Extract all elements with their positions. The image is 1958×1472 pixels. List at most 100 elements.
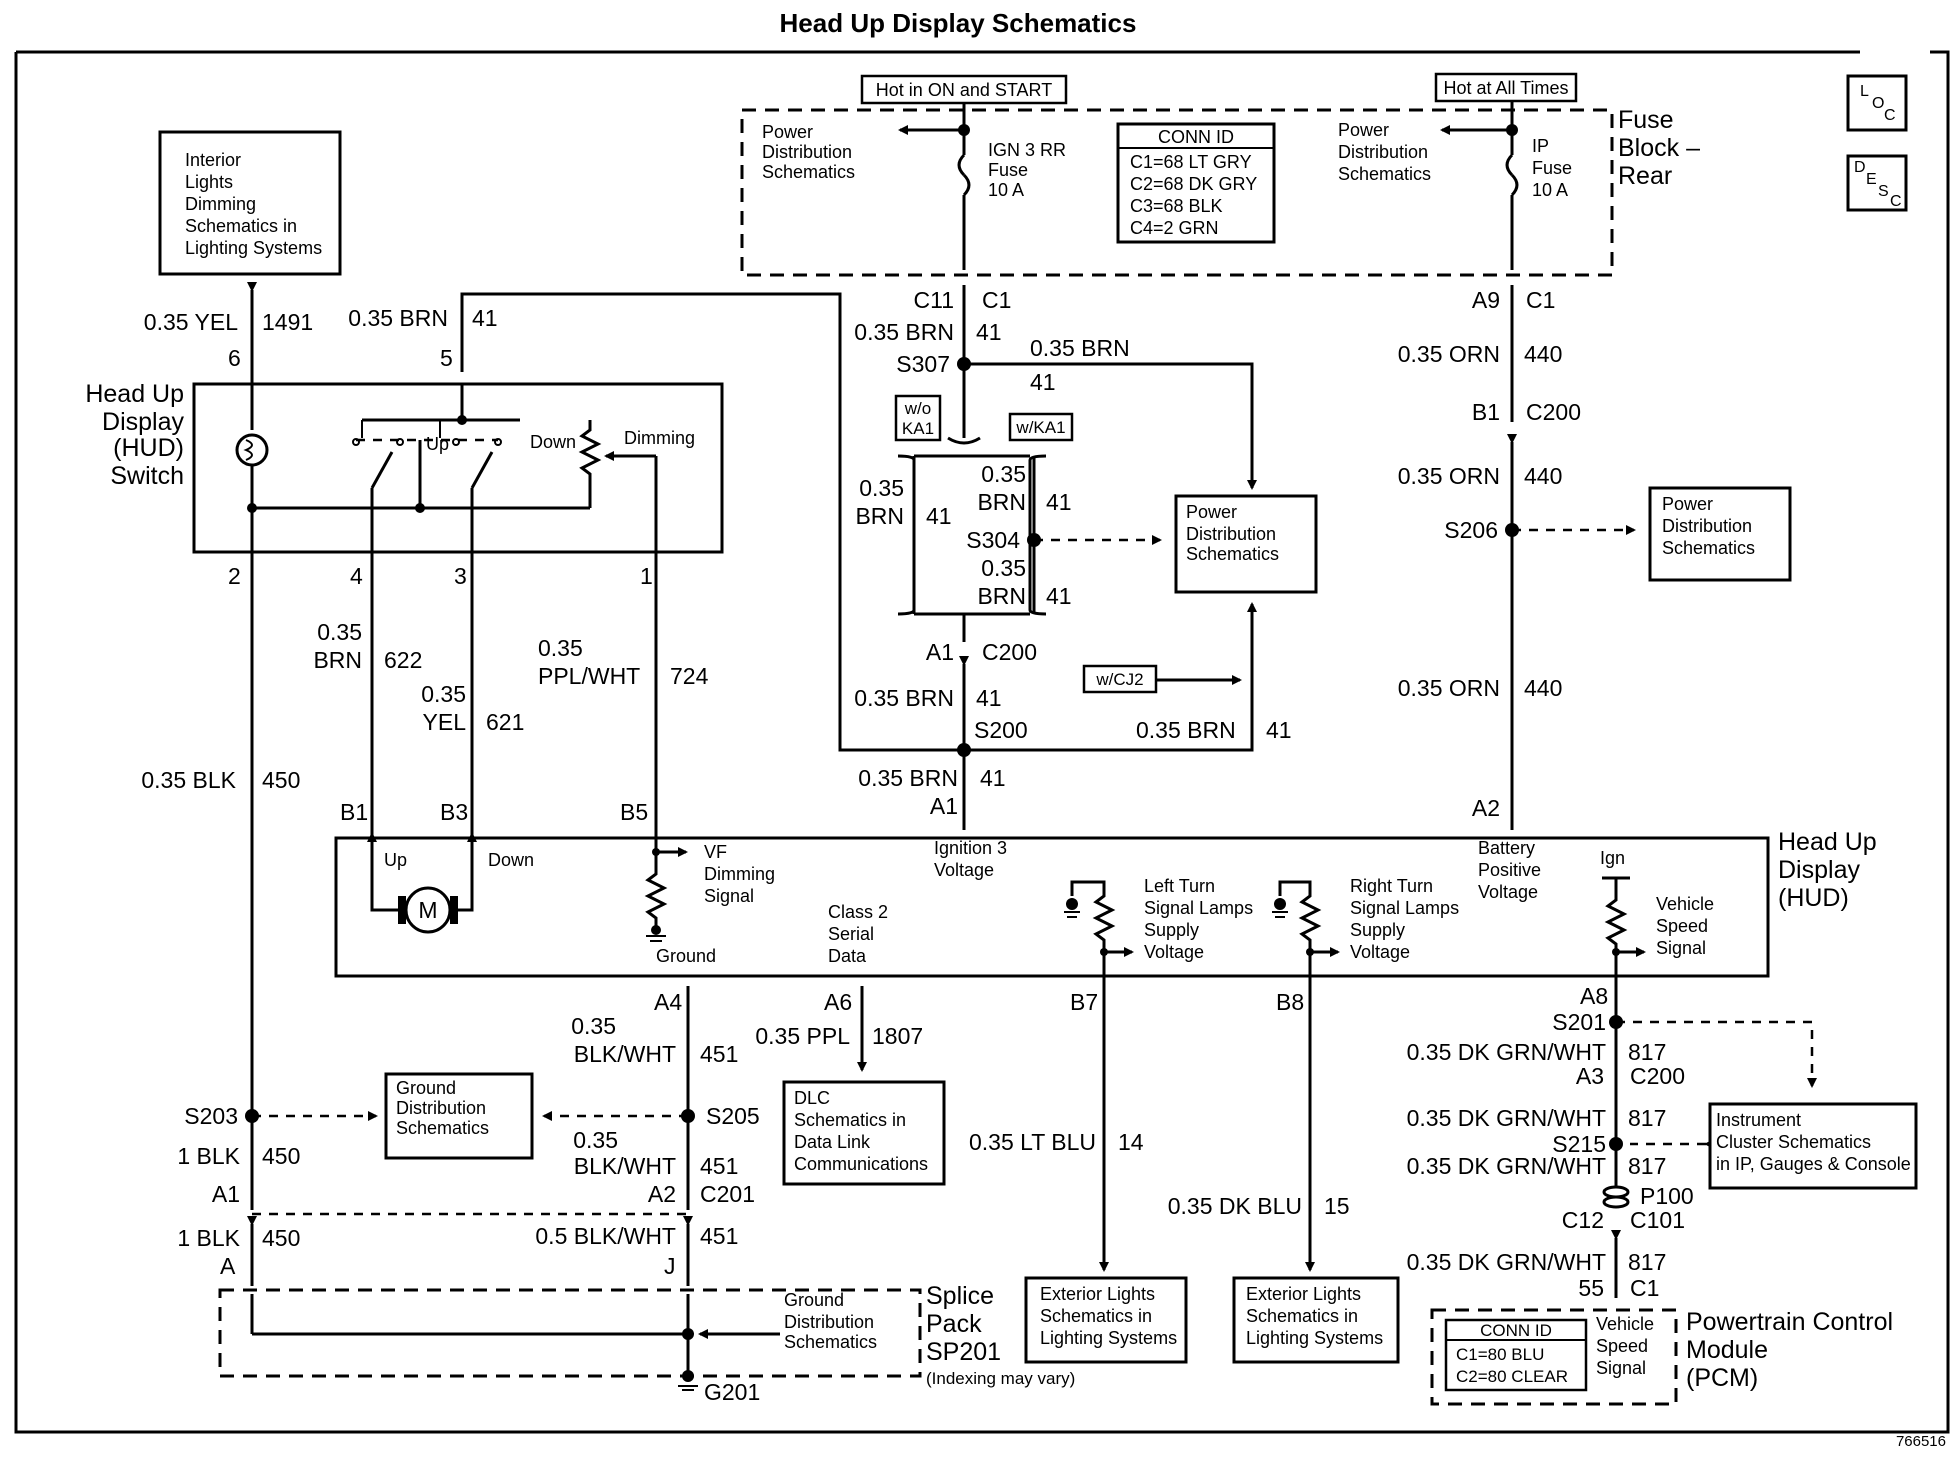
svg-text:15: 15 <box>1324 1193 1350 1219</box>
svg-text:451: 451 <box>700 1223 738 1249</box>
ign3-rr-fuse: IGN 3 RR Fuse 10 A <box>988 140 1066 200</box>
svg-text:0.35 DK GRN/WHT: 0.35 DK GRN/WHT <box>1407 1249 1606 1275</box>
instrument-cluster-ref: Instrument Cluster Schematics in IP, Gau… <box>1708 1102 1918 1190</box>
conn-c200-right: C200 <box>1526 399 1581 425</box>
hud-pin-b8: B8 <box>1276 989 1304 1015</box>
conn-c201: C201 <box>700 1181 755 1207</box>
hud-down-label: Down <box>488 850 534 870</box>
svg-text:Power: Power <box>1662 494 1713 514</box>
splice-pack-outline <box>218 1288 922 1378</box>
option-wo-ka1: w/o KA1 <box>894 394 942 442</box>
svg-text:0.35 DK GRN/WHT: 0.35 DK GRN/WHT <box>1407 1105 1606 1131</box>
svg-text:(HUD): (HUD) <box>113 434 184 462</box>
exterior-lights-ref-2: Exterior Lights Schematics in Lighting S… <box>1232 1276 1400 1364</box>
svg-text:Distribution: Distribution <box>762 142 852 162</box>
svg-text:Vehicle: Vehicle <box>1596 1314 1654 1334</box>
switch-up-label: Up <box>426 434 449 454</box>
hud-switch-label: Head Up Display (HUD) Switch <box>85 380 184 490</box>
svg-text:Positive: Positive <box>1478 860 1541 880</box>
svg-text:10 A: 10 A <box>988 180 1024 200</box>
svg-text:Cluster Schematics: Cluster Schematics <box>1716 1132 1871 1152</box>
svg-text:440: 440 <box>1524 675 1562 701</box>
switch-dimming-label: Dimming <box>624 428 695 448</box>
svg-text:Serial: Serial <box>828 924 874 944</box>
svg-text:(HUD): (HUD) <box>1778 884 1849 912</box>
svg-text:14: 14 <box>1118 1129 1144 1155</box>
svg-text:Power: Power <box>1186 502 1237 522</box>
svg-text:BRN: BRN <box>977 583 1026 609</box>
splice-s200: S200 <box>974 717 1028 743</box>
svg-text:C1=68 LT GRY: C1=68 LT GRY <box>1130 152 1252 172</box>
svg-text:Rear: Rear <box>1618 162 1672 190</box>
svg-text:Data Link: Data Link <box>794 1132 871 1152</box>
loc-icon[interactable]: LOC <box>1846 74 1908 132</box>
ref-number: 766516 <box>1896 1433 1946 1450</box>
svg-text:Schematics: Schematics <box>784 1332 877 1352</box>
wire-ppl-wht-724: 0.35 PPL/WHT 724 <box>538 635 709 689</box>
svg-text:451: 451 <box>700 1153 738 1179</box>
wire-blk-wht-451-2: 0.35 BLK/WHT 451 <box>573 1127 738 1179</box>
svg-text:0.35 BRN: 0.35 BRN <box>1136 717 1236 743</box>
svg-text:Schematics in: Schematics in <box>185 216 297 236</box>
svg-text:Signal Lamps: Signal Lamps <box>1144 898 1253 918</box>
svg-text:Powertrain Control: Powertrain Control <box>1686 1308 1893 1336</box>
wire-brn-41-s200: 0.35 BRN 41 <box>1136 717 1292 743</box>
left-turn-supply: Left Turn Signal Lamps Supply Voltage <box>1144 876 1253 962</box>
wire-blk-450-3: 1 BLK 450 <box>177 1225 300 1251</box>
svg-text:O: O <box>1872 95 1884 112</box>
svg-text:Lighting Systems: Lighting Systems <box>185 238 322 258</box>
pcm-outline <box>1430 1308 1678 1406</box>
svg-text:0.35: 0.35 <box>421 681 466 707</box>
svg-text:451: 451 <box>700 1041 738 1067</box>
svg-text:Schematics in: Schematics in <box>794 1110 906 1130</box>
svg-text:Display: Display <box>1778 856 1860 884</box>
svg-text:Lights: Lights <box>185 172 233 192</box>
svg-text:C2=68 DK GRY: C2=68 DK GRY <box>1130 174 1257 194</box>
svg-text:Exterior Lights: Exterior Lights <box>1040 1284 1155 1304</box>
switch-down-label: Down <box>530 432 576 452</box>
svg-text:Dimming: Dimming <box>704 864 775 884</box>
svg-text:724: 724 <box>670 663 709 689</box>
wire-dk-grn-wht-817-4: 0.35 DK GRN/WHT 817 <box>1407 1249 1667 1275</box>
svg-text:0.35 BRN: 0.35 BRN <box>854 685 954 711</box>
svg-text:0.35 ORN: 0.35 ORN <box>1398 463 1500 489</box>
svg-text:Speed: Speed <box>1656 916 1708 936</box>
vf-dimming-signal: VF Dimming Signal <box>704 842 775 906</box>
svg-text:Distribution: Distribution <box>784 1312 874 1332</box>
hud-switch-outline <box>192 382 724 554</box>
svg-text:DLC: DLC <box>794 1088 830 1108</box>
pds-mid-ref: Power Distribution Schematics <box>1174 494 1318 594</box>
pds-far-ref: Power Distribution Schematics <box>1648 486 1792 582</box>
svg-text:0.35 LT BLU: 0.35 LT BLU <box>969 1129 1096 1155</box>
svg-text:Head Up: Head Up <box>85 380 184 408</box>
class2-serial-data: Class 2 Serial Data <box>828 902 888 966</box>
wire-brn-41-top: 0.35 BRN 41 <box>1030 335 1130 395</box>
svg-text:Distribution: Distribution <box>1186 524 1276 544</box>
svg-text:0.35 PPL: 0.35 PPL <box>755 1023 850 1049</box>
splice-pack-pin-a: A <box>220 1253 236 1279</box>
splice-s215: S215 <box>1552 1131 1606 1157</box>
svg-text:450: 450 <box>262 767 300 793</box>
wire-blk-450-2: 1 BLK 450 <box>177 1143 300 1169</box>
conn-id-box: CONN ID C1=68 LT GRY C2=68 DK GRY C3=68 … <box>1116 122 1276 244</box>
svg-text:Pack: Pack <box>926 1310 982 1338</box>
hud-pin-a6: A6 <box>824 989 852 1015</box>
svg-text:w/o: w/o <box>904 399 931 418</box>
svg-text:621: 621 <box>486 709 524 735</box>
svg-text:41: 41 <box>1266 717 1292 743</box>
svg-text:Vehicle: Vehicle <box>1656 894 1714 914</box>
conn-c200-low: C200 <box>1630 1063 1685 1089</box>
conn-c101: C101 <box>1630 1207 1685 1233</box>
svg-text:Interior: Interior <box>185 150 241 170</box>
hud-pin-b3: B3 <box>440 799 468 825</box>
ground-icon <box>678 1385 698 1391</box>
pcm-vehicle-speed-signal: Vehicle Speed Signal <box>1596 1314 1654 1378</box>
wire-blk-wht-451-3: 0.5 BLK/WHT 451 <box>535 1223 738 1249</box>
svg-text:Fuse: Fuse <box>1532 158 1572 178</box>
option-w-cj2: w/CJ2 <box>1082 664 1158 694</box>
svg-text:41: 41 <box>976 685 1002 711</box>
svg-text:Voltage: Voltage <box>1478 882 1538 902</box>
svg-text:Supply: Supply <box>1350 920 1405 940</box>
dlc-ref: DLC Schematics in Data Link Communicatio… <box>782 1080 946 1186</box>
